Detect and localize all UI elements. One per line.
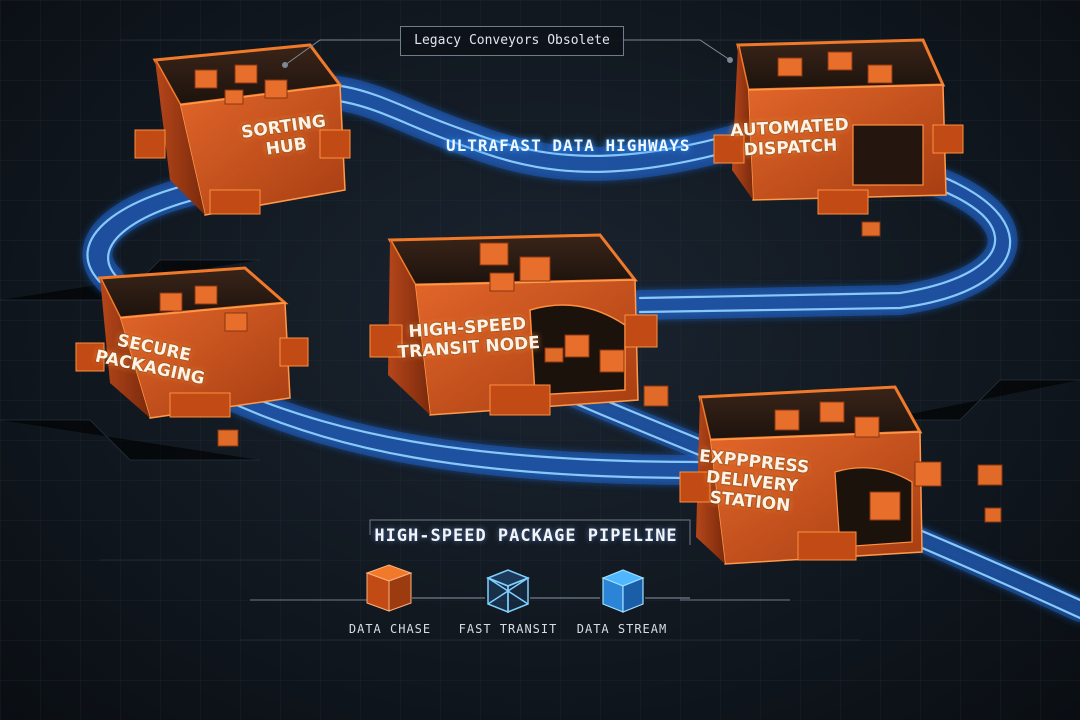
legacy-conveyors-callout: Legacy Conveyors Obsolete (400, 26, 624, 56)
legend-label-data-stream: Data Stream (562, 622, 682, 636)
legend-label-fast-transit: Fast Transit (448, 622, 568, 636)
node-label-automated-dispatch: Automated Dispatch (709, 114, 871, 162)
legend-label-data-chase: Data Chase (330, 622, 450, 636)
orange-cube-icon (367, 565, 411, 611)
highway-label: Ultrafast Data Highways (446, 136, 691, 155)
pipeline-title: High-Speed Package Pipeline (374, 526, 678, 546)
blue-wireframe-cube-icon (488, 570, 528, 612)
blue-glass-cube-icon (603, 570, 643, 612)
